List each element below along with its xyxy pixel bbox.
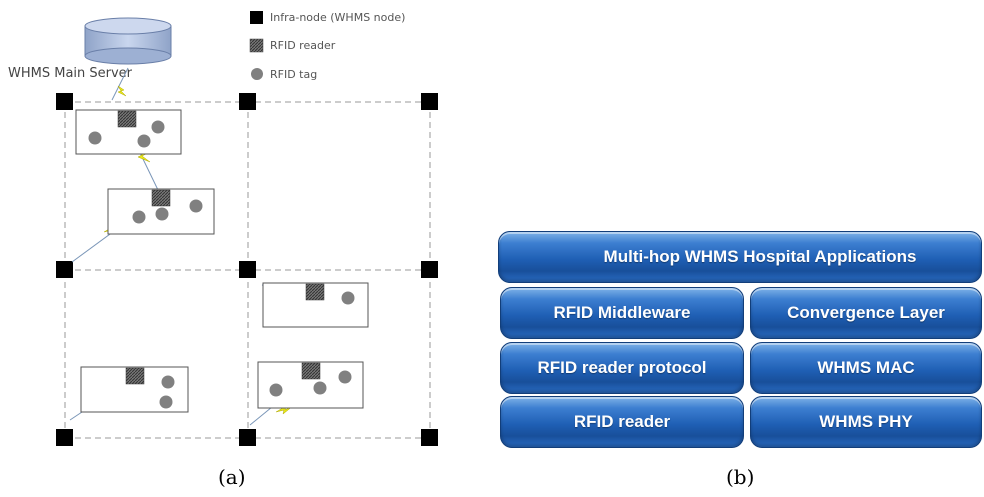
rfid-reader <box>305 283 325 301</box>
rfid-tag <box>137 134 151 148</box>
rfid-tag <box>159 395 173 409</box>
grid-lines <box>64 101 431 439</box>
caption-b: (b) <box>726 465 755 489</box>
rfid-tag <box>155 207 169 221</box>
infra-node <box>56 93 73 110</box>
legend-rfid-tag-label: RFID tag <box>270 68 317 81</box>
rfid-tag <box>88 131 102 145</box>
rfid-tag <box>338 370 352 384</box>
legend-rfid-reader-icon <box>249 38 264 53</box>
infra-node <box>421 261 438 278</box>
rfid-reader <box>125 367 145 385</box>
stack-whms-mac: WHMS MAC <box>750 342 982 394</box>
reader-cluster <box>107 188 215 235</box>
infra-node <box>56 261 73 278</box>
legend-rfid-tag-icon <box>251 68 263 80</box>
legend-rfid-reader-label: RFID reader <box>270 39 336 52</box>
stack-rfid-reader: RFID reader <box>500 396 744 448</box>
legend-infra-node-label: Infra-node (WHMS node) <box>270 11 405 24</box>
rfid-reader <box>301 362 321 380</box>
rfid-tag <box>341 291 355 305</box>
rfid-tag <box>189 199 203 213</box>
stack-convergence-layer: Convergence Layer <box>750 287 982 339</box>
caption-a: (a) <box>218 465 246 489</box>
stack-rfid-reader-protocol: RFID reader protocol <box>500 342 744 394</box>
stack-hospital-applications: Multi-hop WHMS Hospital Applications <box>498 231 982 283</box>
reader-cluster <box>75 109 182 155</box>
server-database-icon <box>84 17 172 65</box>
infra-node <box>56 429 73 446</box>
reader-cluster <box>262 282 369 328</box>
infra-node <box>239 261 256 278</box>
rfid-tag <box>151 120 165 134</box>
rfid-tag <box>161 375 175 389</box>
rfid-reader <box>117 110 137 128</box>
infra-node <box>239 93 256 110</box>
rfid-tag <box>269 383 283 397</box>
stack-whms-phy: WHMS PHY <box>750 396 982 448</box>
reader-cluster <box>80 366 189 413</box>
reader-cluster <box>257 361 364 409</box>
server-label: WHMS Main Server <box>8 66 133 81</box>
network-topology-diagram: WHMS Main Server Infra-node (WHMS node) … <box>8 11 438 446</box>
rfid-tag <box>313 381 327 395</box>
legend-infra-node-icon <box>250 11 263 24</box>
rfid-tag <box>132 210 146 224</box>
infra-node <box>239 429 256 446</box>
rfid-reader <box>151 189 171 207</box>
lightning-icon <box>117 85 127 97</box>
legend: Infra-node (WHMS node) RFID reader RFID … <box>249 11 405 81</box>
infra-node <box>421 429 438 446</box>
infra-nodes <box>56 93 438 446</box>
stack-rfid-middleware: RFID Middleware <box>500 287 744 339</box>
infra-node <box>421 93 438 110</box>
